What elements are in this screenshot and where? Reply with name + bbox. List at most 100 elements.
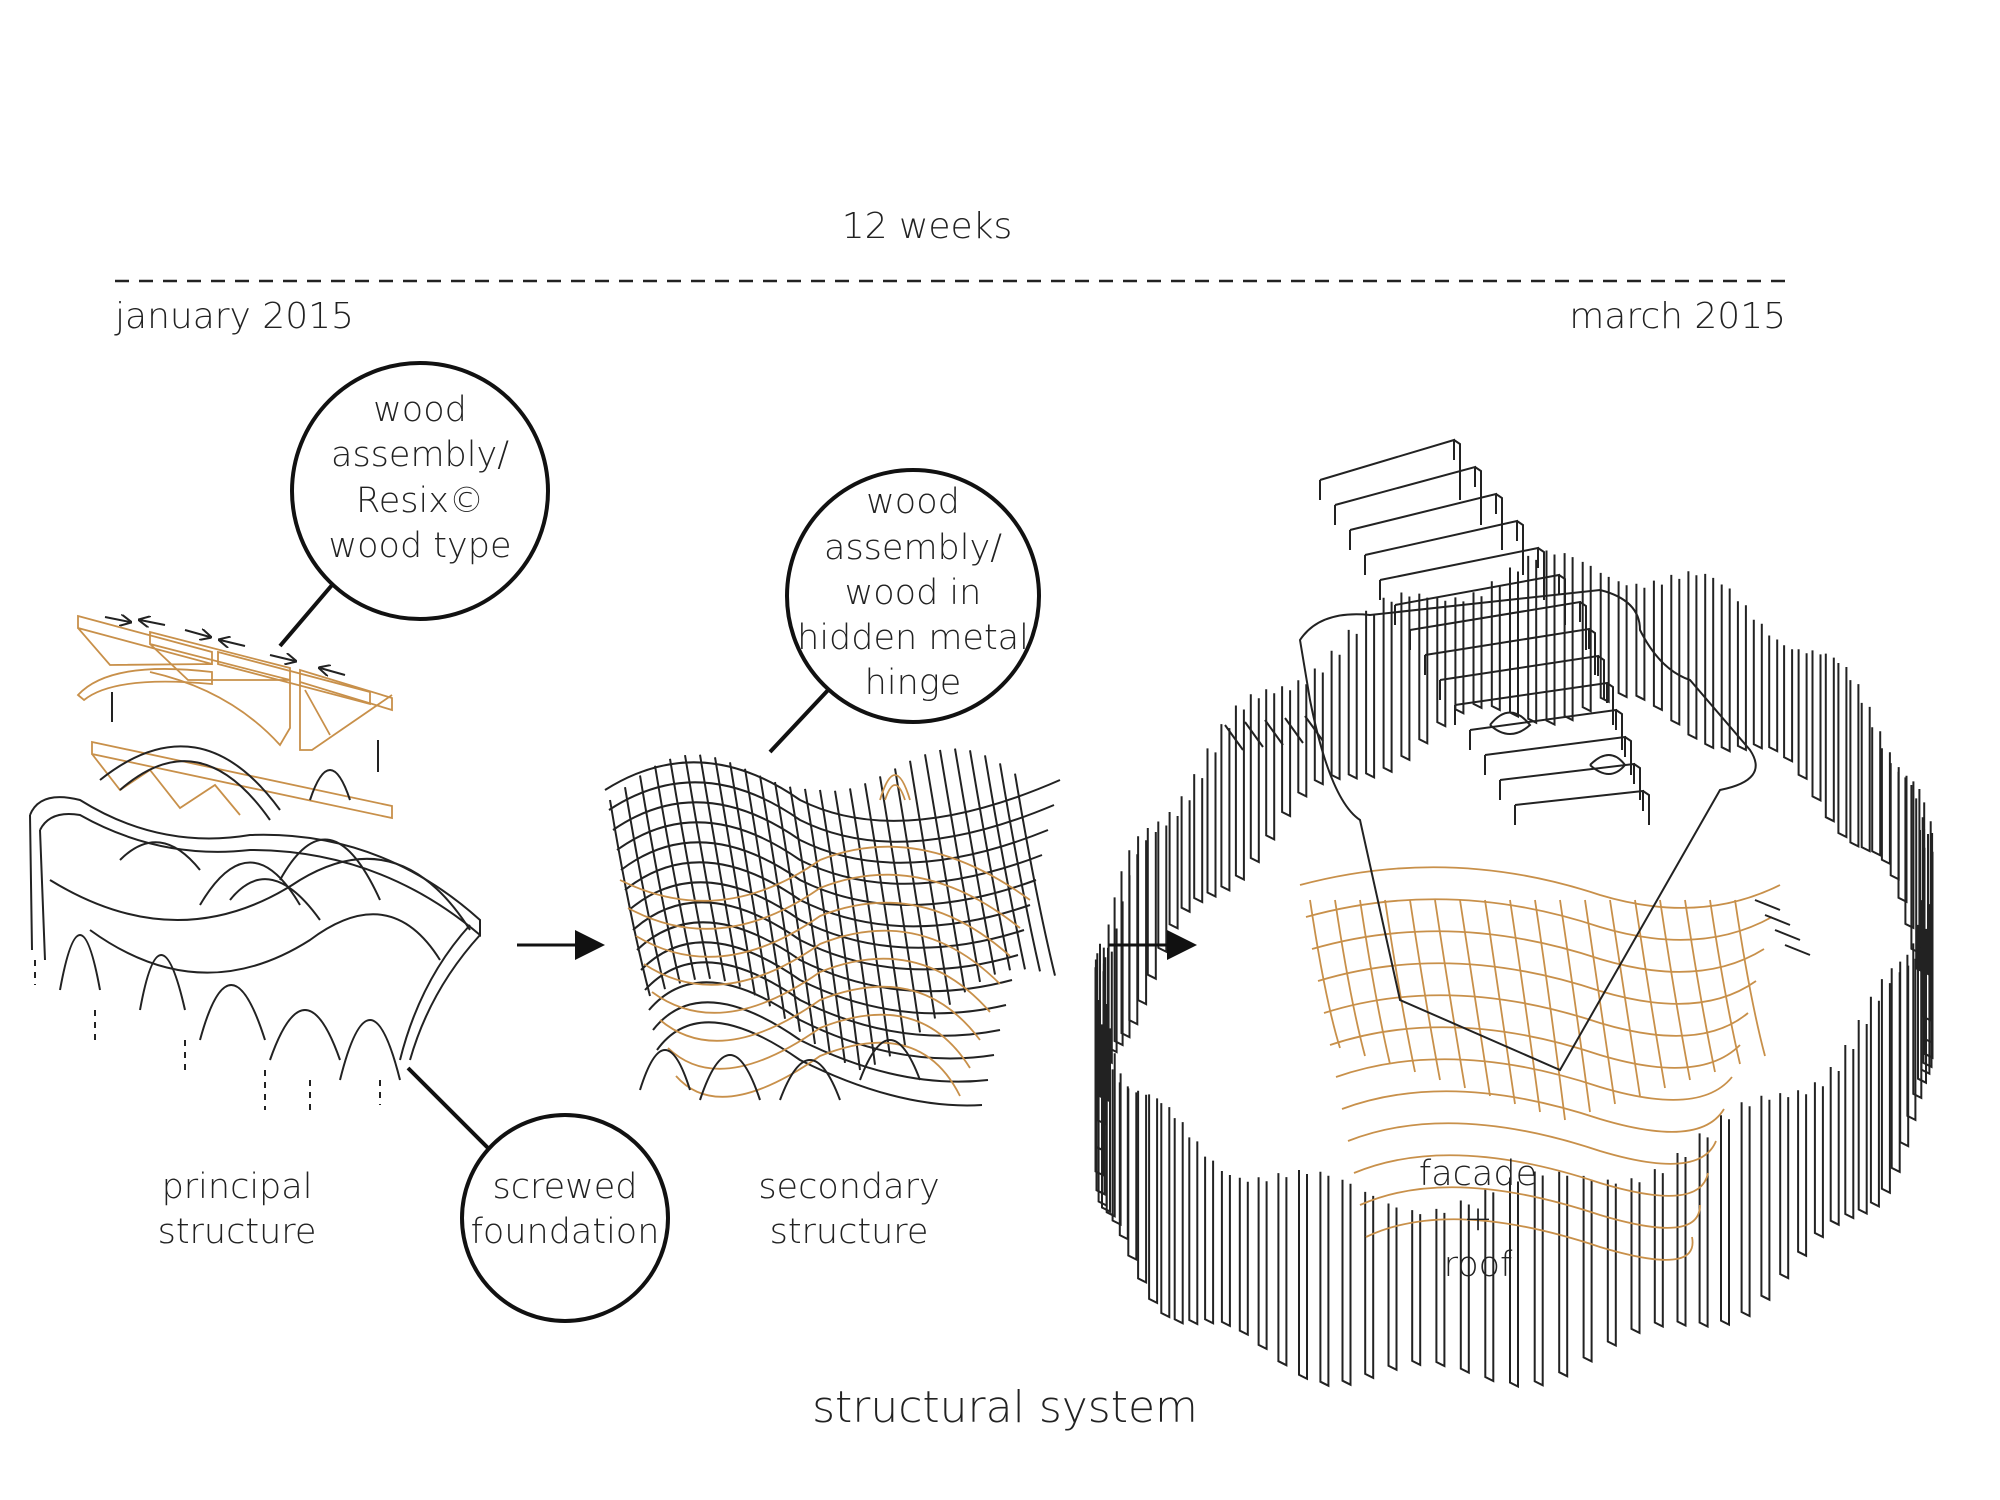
principal-arch bbox=[29, 796, 481, 938]
facade-fin bbox=[1220, 724, 1231, 893]
stage-label-facade: roof bbox=[1444, 1245, 1513, 1285]
facade-fin bbox=[1472, 592, 1483, 710]
end-date-label: march 2015 bbox=[1569, 296, 1786, 337]
mesh-rib bbox=[999, 763, 1041, 972]
mesh-rib bbox=[714, 757, 756, 996]
wood-truss-part bbox=[299, 668, 393, 751]
mesh-wood-lath bbox=[675, 1041, 961, 1098]
facade-fin bbox=[1127, 1088, 1138, 1262]
callout-text: assembly/ bbox=[331, 435, 509, 475]
roof-frame bbox=[1379, 546, 1545, 600]
facade-fin bbox=[1837, 663, 1848, 839]
facade-fin bbox=[1797, 1090, 1808, 1258]
mesh-rib bbox=[699, 754, 741, 987]
facade-fin bbox=[1670, 574, 1681, 727]
facade-fin bbox=[1558, 1171, 1569, 1378]
interior-wood-rib bbox=[1409, 899, 1441, 1081]
facade-fin bbox=[1107, 924, 1118, 1054]
facade-fin bbox=[1418, 593, 1429, 745]
facade-fin bbox=[1277, 1173, 1288, 1367]
facade-fin bbox=[1265, 689, 1276, 842]
roof-opening bbox=[1489, 711, 1627, 775]
mesh-wood-lath bbox=[659, 985, 981, 1042]
mesh-lath bbox=[628, 881, 1025, 949]
facade-fin bbox=[1238, 1177, 1249, 1337]
mesh-rib bbox=[939, 749, 981, 983]
facade-fin bbox=[1454, 597, 1465, 715]
mesh-rib bbox=[819, 789, 861, 1071]
wood-truss-beam bbox=[91, 740, 393, 820]
facade-fin bbox=[1720, 1115, 1730, 1327]
mesh-rib bbox=[684, 754, 726, 982]
mesh-rib bbox=[669, 758, 711, 980]
interior-wood-rib bbox=[1609, 899, 1641, 1097]
roof-frame bbox=[1424, 627, 1596, 675]
facade-fin bbox=[1400, 592, 1411, 762]
principal-arch bbox=[399, 924, 481, 1061]
facade-fin bbox=[1606, 1179, 1617, 1348]
roof-frame bbox=[1454, 681, 1614, 725]
facade-fin bbox=[1582, 1175, 1593, 1364]
mesh-lath bbox=[608, 781, 1055, 843]
interior-wood-rib bbox=[1734, 899, 1766, 1057]
facade-fin bbox=[1779, 1093, 1790, 1280]
facade-fin bbox=[1137, 1090, 1148, 1285]
roof-plate bbox=[1298, 588, 1757, 1072]
facade-fin bbox=[1101, 1024, 1111, 1214]
facade-fin bbox=[1676, 1153, 1687, 1328]
mesh-lath bbox=[612, 801, 1049, 864]
small-arrow-icon bbox=[140, 620, 166, 625]
facade-fin bbox=[1635, 583, 1646, 702]
mesh-rib bbox=[729, 762, 771, 1007]
facade-fin bbox=[1097, 1000, 1108, 1208]
facade-fin bbox=[1783, 645, 1794, 763]
principal-arch bbox=[29, 814, 46, 961]
principal-arch bbox=[99, 745, 281, 821]
stage-label-principal: principal bbox=[162, 1167, 313, 1207]
facade-fin bbox=[1330, 650, 1341, 781]
principal-arch bbox=[59, 934, 401, 1081]
facade-fin bbox=[1849, 680, 1860, 849]
facade-fin bbox=[1249, 694, 1260, 864]
facade-roof-drawing bbox=[1094, 438, 1934, 1389]
foundation-screw bbox=[34, 960, 381, 1110]
facade-fin bbox=[1188, 1137, 1199, 1326]
facade-fin bbox=[1653, 1169, 1664, 1329]
roof-frame bbox=[1514, 789, 1650, 825]
interior-wood-rib bbox=[1359, 899, 1391, 1065]
interior-wood-rib bbox=[1659, 899, 1691, 1081]
mesh-rib bbox=[1014, 773, 1056, 976]
wood-truss-components bbox=[76, 616, 393, 820]
roof-frame bbox=[1364, 519, 1524, 575]
facade-fin bbox=[1760, 1095, 1771, 1302]
facade-fin bbox=[1382, 597, 1393, 774]
small-arrow-icon bbox=[104, 617, 130, 622]
facade-fin bbox=[1484, 1188, 1495, 1383]
facade-fin bbox=[1509, 1177, 1519, 1389]
facade-fin bbox=[1704, 573, 1715, 750]
interior-wood-lath bbox=[1359, 1186, 1701, 1229]
roof-frame bbox=[1499, 762, 1641, 800]
mesh-rib bbox=[924, 754, 966, 993]
facade-fin bbox=[1904, 777, 1915, 930]
interior-wood-lath bbox=[1365, 1218, 1694, 1261]
interior-wood-lath bbox=[1299, 866, 1781, 909]
down-arrow-icon bbox=[111, 692, 379, 772]
stage-label-facade: facade bbox=[1419, 1154, 1537, 1194]
small-arrow-icon bbox=[220, 640, 246, 646]
facade-fin bbox=[1720, 584, 1731, 753]
mesh-lath bbox=[620, 841, 1037, 906]
facade-fin bbox=[1146, 828, 1157, 981]
mesh-wood-lath bbox=[619, 845, 1031, 902]
callout-text: hidden metal bbox=[797, 618, 1029, 658]
facade-fin bbox=[1880, 748, 1891, 866]
facade-fin bbox=[1533, 1171, 1544, 1387]
facade-fin bbox=[1206, 748, 1217, 899]
small-arrow-icon bbox=[269, 655, 295, 661]
principal-structure-drawing bbox=[29, 616, 481, 1110]
facade-fin bbox=[1736, 601, 1747, 752]
callout-text: hinge bbox=[865, 663, 962, 703]
stage-label-facade: + bbox=[1463, 1199, 1492, 1239]
facade-fin bbox=[1102, 947, 1113, 1065]
small-arrow-icon bbox=[320, 668, 346, 675]
